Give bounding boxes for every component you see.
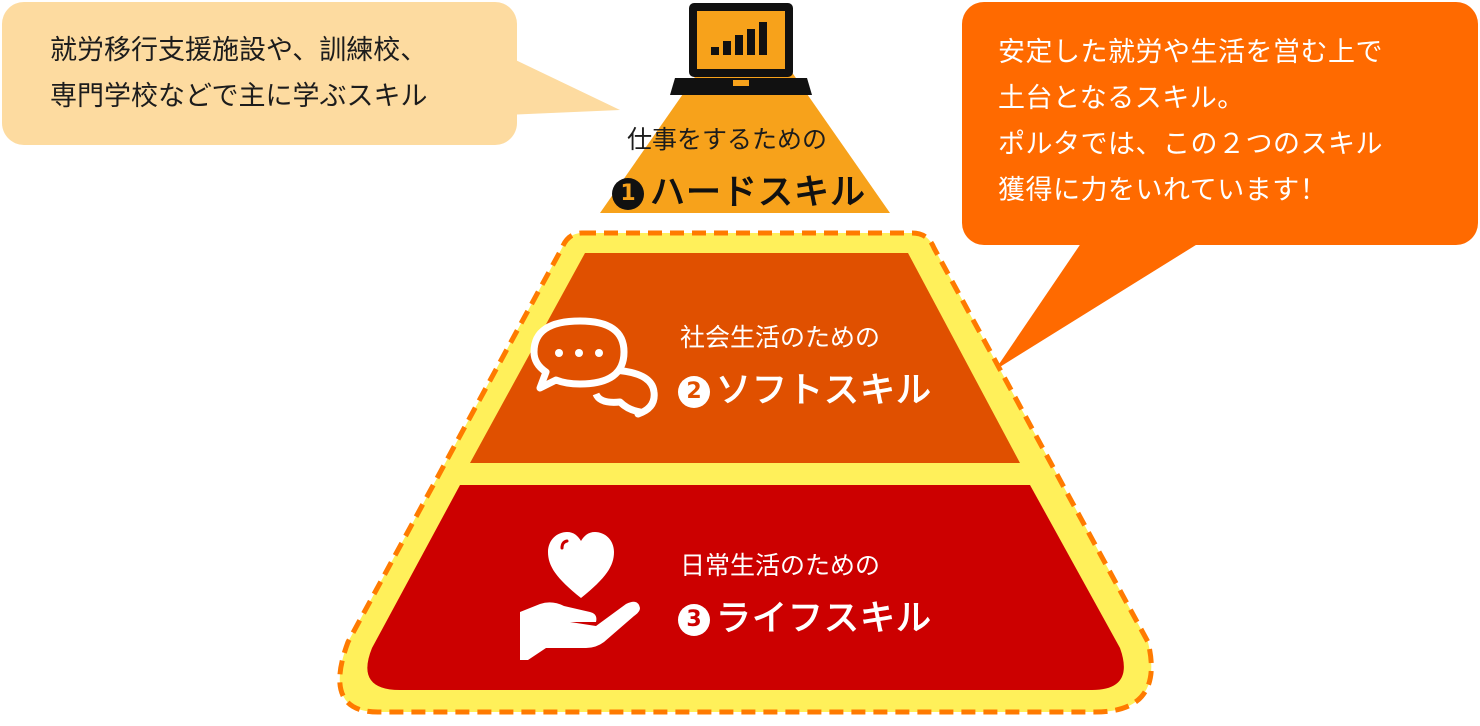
speech-bubbles-icon [530,317,658,418]
right-callout-text: 安定した就労や生活を営む上で 土台となるスキル。 ポルタでは、この２つのスキル … [998,30,1383,214]
tier-1-number-badge: 1 [612,178,644,210]
tier-1-subtitle: 仕事をするための [627,125,828,154]
left-callout-line: 就労移行支援施設や、訓練校、 [50,35,428,66]
tier-3-trapezoid [367,485,1124,690]
right-callout-line: ポルタでは、この２つのスキル [998,129,1383,160]
tier-3-number-badge: 3 [678,604,710,636]
right-callout-line: 土台となるスキル。 [998,83,1245,114]
heart-hand-icon [520,532,640,660]
tier-2-trapezoid [470,253,1020,463]
left-callout-text: 就労移行支援施設や、訓練校、 専門学校などで主に学ぶスキル [50,28,427,120]
left-callout-line: 専門学校などで主に学ぶスキル [50,81,428,112]
tier-2-number-badge: 2 [678,376,710,408]
right-callout-line: 獲得に力をいれています！ [998,175,1328,206]
tier-3-title: ライフスキル [716,599,933,639]
tier-3-subtitle: 日常生活のための [680,551,881,580]
tier-2-subtitle: 社会生活のための [680,323,881,352]
tier-2-title: ソフトスキル [716,371,933,411]
right-callout-line: 安定した就労や生活を営む上で [998,37,1383,68]
right-callout-bubble [962,2,1478,370]
laptop-chart-icon [670,3,812,95]
tier-1-triangle [600,5,890,213]
left-callout-bubble [2,2,620,145]
tier-1-title: ハードスキル [650,173,867,213]
